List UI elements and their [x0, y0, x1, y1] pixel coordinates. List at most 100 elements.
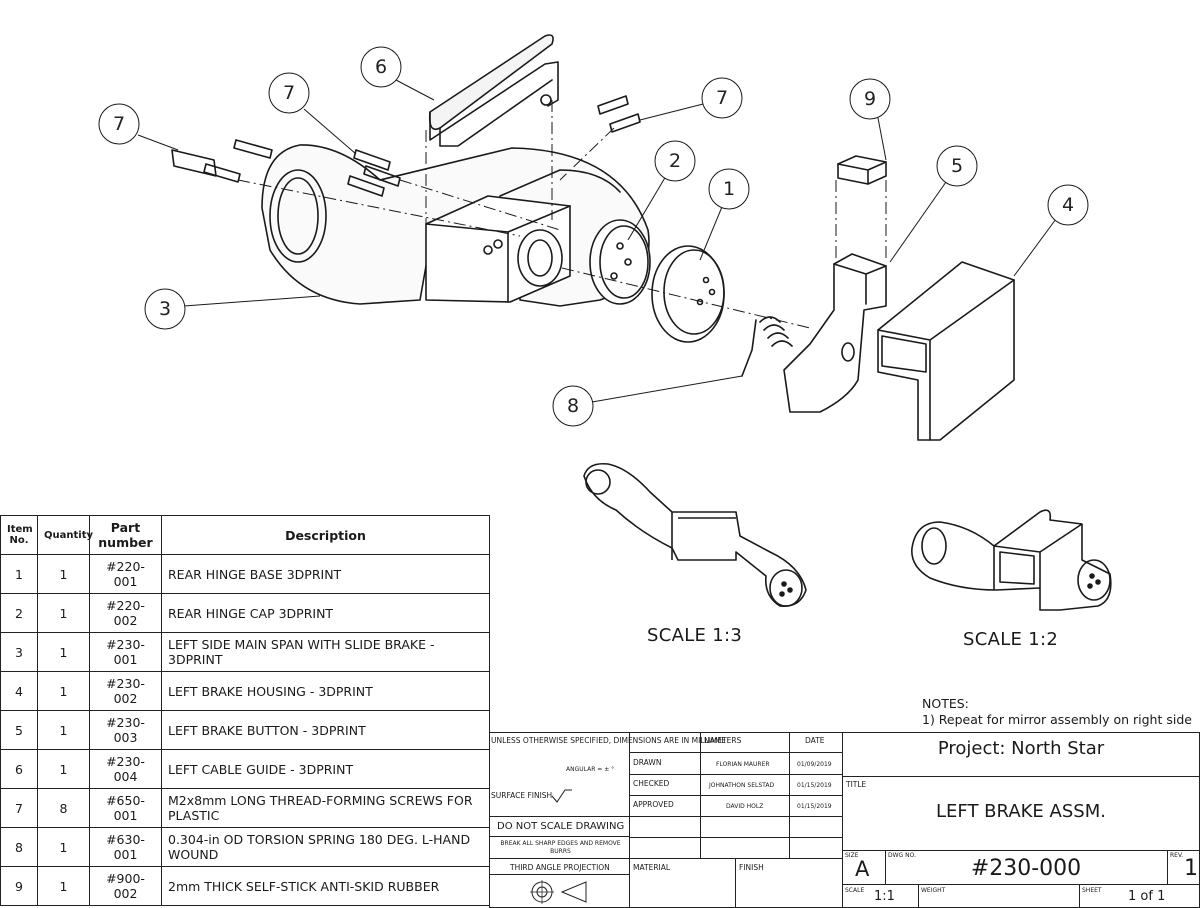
bom-qty: 1 [37, 671, 90, 711]
table-row: 9 1 #900-002 2mm THICK SELF-STICK ANTI-S… [0, 866, 490, 906]
callout-circle-7b [268, 72, 310, 114]
tb-approved-label: APPROVED [633, 800, 674, 809]
part-cable-guide [428, 34, 559, 147]
part-rubber-pad [837, 155, 887, 185]
tb-col-name: NAME [704, 736, 726, 745]
callout-7a: 7 [113, 113, 125, 135]
tb-unless-text: UNLESS OTHERWISE SPECIFIED, DIMENSIONS A… [491, 736, 742, 745]
tb-checked-label: CHECKED [633, 779, 670, 788]
part-brake-housing [877, 261, 1015, 441]
callout-7c: 7 [716, 87, 728, 109]
tb-projection: THIRD ANGLE PROJECTION [510, 863, 610, 872]
scale-label-1-2: SCALE 1:2 [963, 629, 1059, 650]
surface-finish-symbol [551, 789, 572, 803]
table-row: 5 1 #230-003 LEFT BRAKE BUTTON - 3DPRINT [0, 710, 490, 750]
tb-do-not-scale: DO NOT SCALE DRAWING [497, 821, 625, 832]
bom-qty: 1 [37, 554, 90, 594]
bom-desc: REAR HINGE BASE 3DPRINT [161, 554, 490, 594]
bom-part: #220-002 [89, 593, 162, 633]
bom-part: #230-003 [89, 710, 162, 750]
notes-line-1: 1) Repeat for mirror assembly on right s… [922, 712, 1192, 727]
assembled-view-side [583, 462, 807, 607]
bom-part: #900-002 [89, 866, 162, 906]
table-row: 8 1 #630-001 0.304-in OD TORSION SPRING … [0, 827, 490, 867]
tb-col-date: DATE [805, 736, 825, 745]
drawing-notes: NOTES: 1) Repeat for mirror assembly on … [922, 696, 1192, 728]
bom-item: 2 [0, 593, 38, 633]
bom-part: #630-001 [89, 827, 162, 867]
tb-scale-label: SCALE [845, 887, 865, 894]
bom-header-description: Description [161, 515, 490, 555]
part-hinge-cap [589, 219, 651, 305]
bom-item: 4 [0, 671, 38, 711]
bom-qty: 1 [37, 866, 90, 906]
tb-finish-label: FINISH [739, 863, 764, 872]
tb-surface-finish: SURFACE FINISH [491, 791, 553, 800]
callout-circle-3 [144, 288, 186, 330]
callout-6: 6 [375, 56, 387, 78]
tb-material-label: MATERIAL [633, 863, 671, 872]
bom-desc: REAR HINGE CAP 3DPRINT [161, 593, 490, 633]
third-angle-projection-icon [530, 880, 587, 904]
callout-circle-5 [936, 145, 978, 187]
bill-of-materials-table: Item No. Quantity Part number Descriptio… [0, 515, 490, 906]
bom-item: 6 [0, 749, 38, 789]
bom-item: 7 [0, 788, 38, 828]
tb-size-label: SIZE [845, 852, 859, 859]
tb-rev: 1 [1184, 856, 1198, 881]
bom-qty: 1 [37, 710, 90, 750]
bom-item: 5 [0, 710, 38, 750]
bom-qty: 8 [37, 788, 90, 828]
callout-circle-9 [849, 78, 891, 120]
part-hinge-base [651, 245, 725, 343]
tb-angular: ANGULAR = ± ° [566, 766, 615, 773]
tb-drawn-name: FLORIAN MAURER [716, 761, 770, 768]
tb-approved-name: DAVID HOLZ [726, 803, 764, 810]
part-torsion-spring [741, 316, 793, 377]
table-row: 6 1 #230-004 LEFT CABLE GUIDE - 3DPRINT [0, 749, 490, 789]
bom-qty: 1 [37, 749, 90, 789]
bom-header-quantity: Quantity [37, 515, 93, 555]
bom-desc: LEFT BRAKE BUTTON - 3DPRINT [161, 710, 490, 750]
callout-3: 3 [159, 298, 171, 320]
table-row: 4 1 #230-002 LEFT BRAKE HOUSING - 3DPRIN… [0, 671, 490, 711]
bom-part: #220-001 [89, 554, 162, 594]
callout-circle-7a [98, 103, 140, 145]
tb-checked-name: JOHNATHON SELSTAD [709, 782, 775, 789]
callout-circle-8 [552, 385, 594, 427]
bom-item: 3 [0, 632, 38, 672]
tb-title-label: TITLE [846, 780, 867, 789]
callout-2: 2 [669, 150, 681, 172]
callout-7b: 7 [283, 82, 295, 104]
scale-label-1-3: SCALE 1:3 [647, 625, 743, 646]
table-row: 1 1 #220-001 REAR HINGE BASE 3DPRINT [0, 554, 490, 594]
assembled-view-iso [911, 509, 1112, 611]
tb-sheet-label: SHEET [1082, 887, 1102, 894]
tb-break-edges: BREAK ALL SHARP EDGES AND REMOVE BURRS [500, 840, 621, 855]
table-row: 2 1 #220-002 REAR HINGE CAP 3DPRINT [0, 593, 490, 633]
tb-drawn-label: DRAWN [633, 758, 662, 767]
bom-item: 1 [0, 554, 38, 594]
tb-title: LEFT BRAKE ASSM. [936, 801, 1106, 822]
table-row: 7 8 #650-001 M2x8mm LONG THREAD-FORMING … [0, 788, 490, 828]
tb-rev-label: REV. [1170, 852, 1184, 859]
part-brake-button [783, 253, 887, 413]
callout-8: 8 [567, 395, 579, 417]
bom-qty: 1 [37, 632, 90, 672]
bom-item: 9 [0, 866, 38, 906]
callout-5: 5 [951, 155, 963, 177]
bom-qty: 1 [37, 593, 90, 633]
bom-desc: LEFT SIDE MAIN SPAN WITH SLIDE BRAKE - 3… [161, 632, 490, 672]
bom-desc: 2mm THICK SELF-STICK ANTI-SKID RUBBER [161, 866, 490, 906]
part-screws [171, 95, 641, 197]
tb-dwg-label: DWG NO. [888, 852, 916, 859]
tb-approved-date: 01/15/2019 [797, 803, 832, 810]
bom-item: 8 [0, 827, 38, 867]
bom-header-item: Item No. [0, 515, 38, 555]
tb-weight-label: WEIGHT [921, 887, 946, 894]
tb-dwg-no: #230-000 [970, 856, 1082, 881]
bom-header-part: Part number [89, 515, 162, 555]
table-row: 3 1 #230-001 LEFT SIDE MAIN SPAN WITH SL… [0, 632, 490, 672]
callout-1: 1 [723, 178, 735, 200]
